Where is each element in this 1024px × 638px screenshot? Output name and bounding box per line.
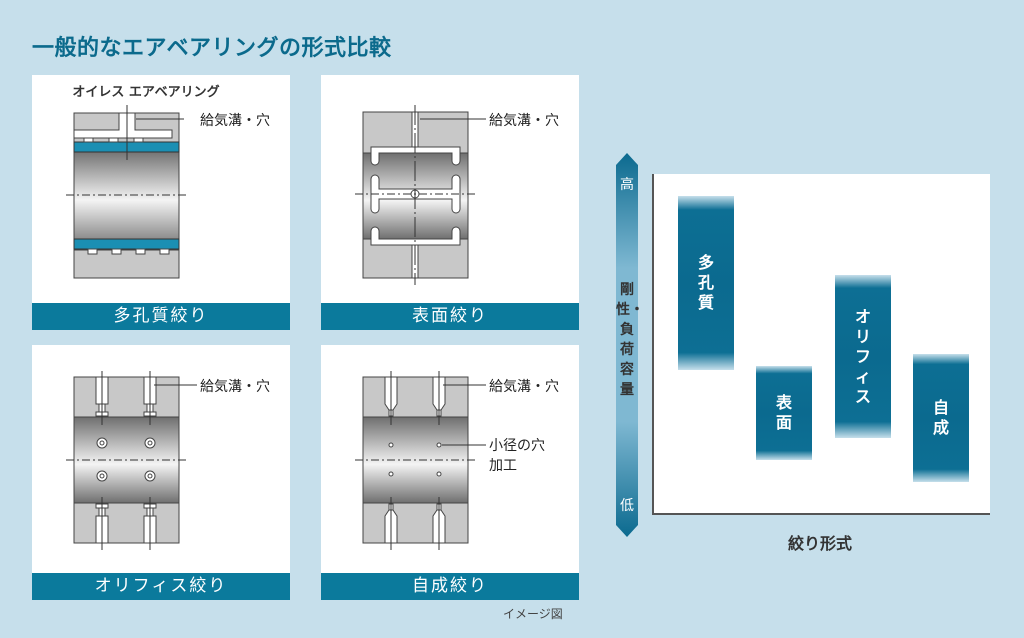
x-axis-label: 絞り形式	[787, 534, 852, 553]
panel-label: 多孔質絞り	[32, 303, 290, 330]
bar-inherent: 自成	[913, 354, 969, 482]
orifice-bearing-diagram-icon	[66, 371, 197, 550]
panel-label: 自成絞り	[321, 573, 579, 600]
callout-supply-groove: 給気溝・穴	[200, 113, 270, 129]
y-axis-double-arrow-icon	[616, 153, 638, 537]
bar-surface: 表面	[756, 366, 812, 460]
panel-subtitle: オイレス エアベアリング	[72, 85, 220, 100]
surface-bearing-diagram-icon	[355, 105, 486, 285]
panel-orifice: 給気溝・穴 オリフィス絞り	[32, 345, 290, 600]
callout-small-hole: 小径の穴	[489, 438, 545, 454]
panel-label: 表面絞り	[321, 303, 579, 330]
y-axis-high-label: 高	[620, 177, 634, 193]
panel-surface: 給気溝・穴 表面絞り	[321, 75, 579, 330]
inherent-bearing-diagram-icon	[355, 371, 486, 550]
y-axis-low-label: 低	[620, 498, 634, 514]
porous-bearing-diagram-icon	[66, 105, 187, 279]
image-caption: イメージ図	[503, 607, 563, 621]
panel-label: オリフィス絞り	[32, 573, 290, 600]
y-axis-label: 剛性・負荷容量	[616, 282, 644, 398]
bar-orifice: オリフィス	[835, 275, 891, 438]
panel-porous: オイレス エアベアリング 給気溝・穴 多孔質絞り	[32, 75, 290, 330]
callout-supply-groove: 給気溝・穴	[200, 379, 270, 395]
callout-supply-groove: 給気溝・穴	[489, 379, 559, 395]
callout-supply-groove: 給気溝・穴	[489, 113, 559, 129]
callout-machining: 加工	[489, 458, 517, 474]
chart-plot-area: 多孔質 表面 オリフィス 自成	[652, 174, 990, 515]
bar-porous: 多孔質	[678, 196, 734, 370]
page-title: 一般的なエアベアリングの形式比較	[32, 36, 392, 61]
panel-inherent: 給気溝・穴 小径の穴 加工 自成絞り	[321, 345, 579, 600]
